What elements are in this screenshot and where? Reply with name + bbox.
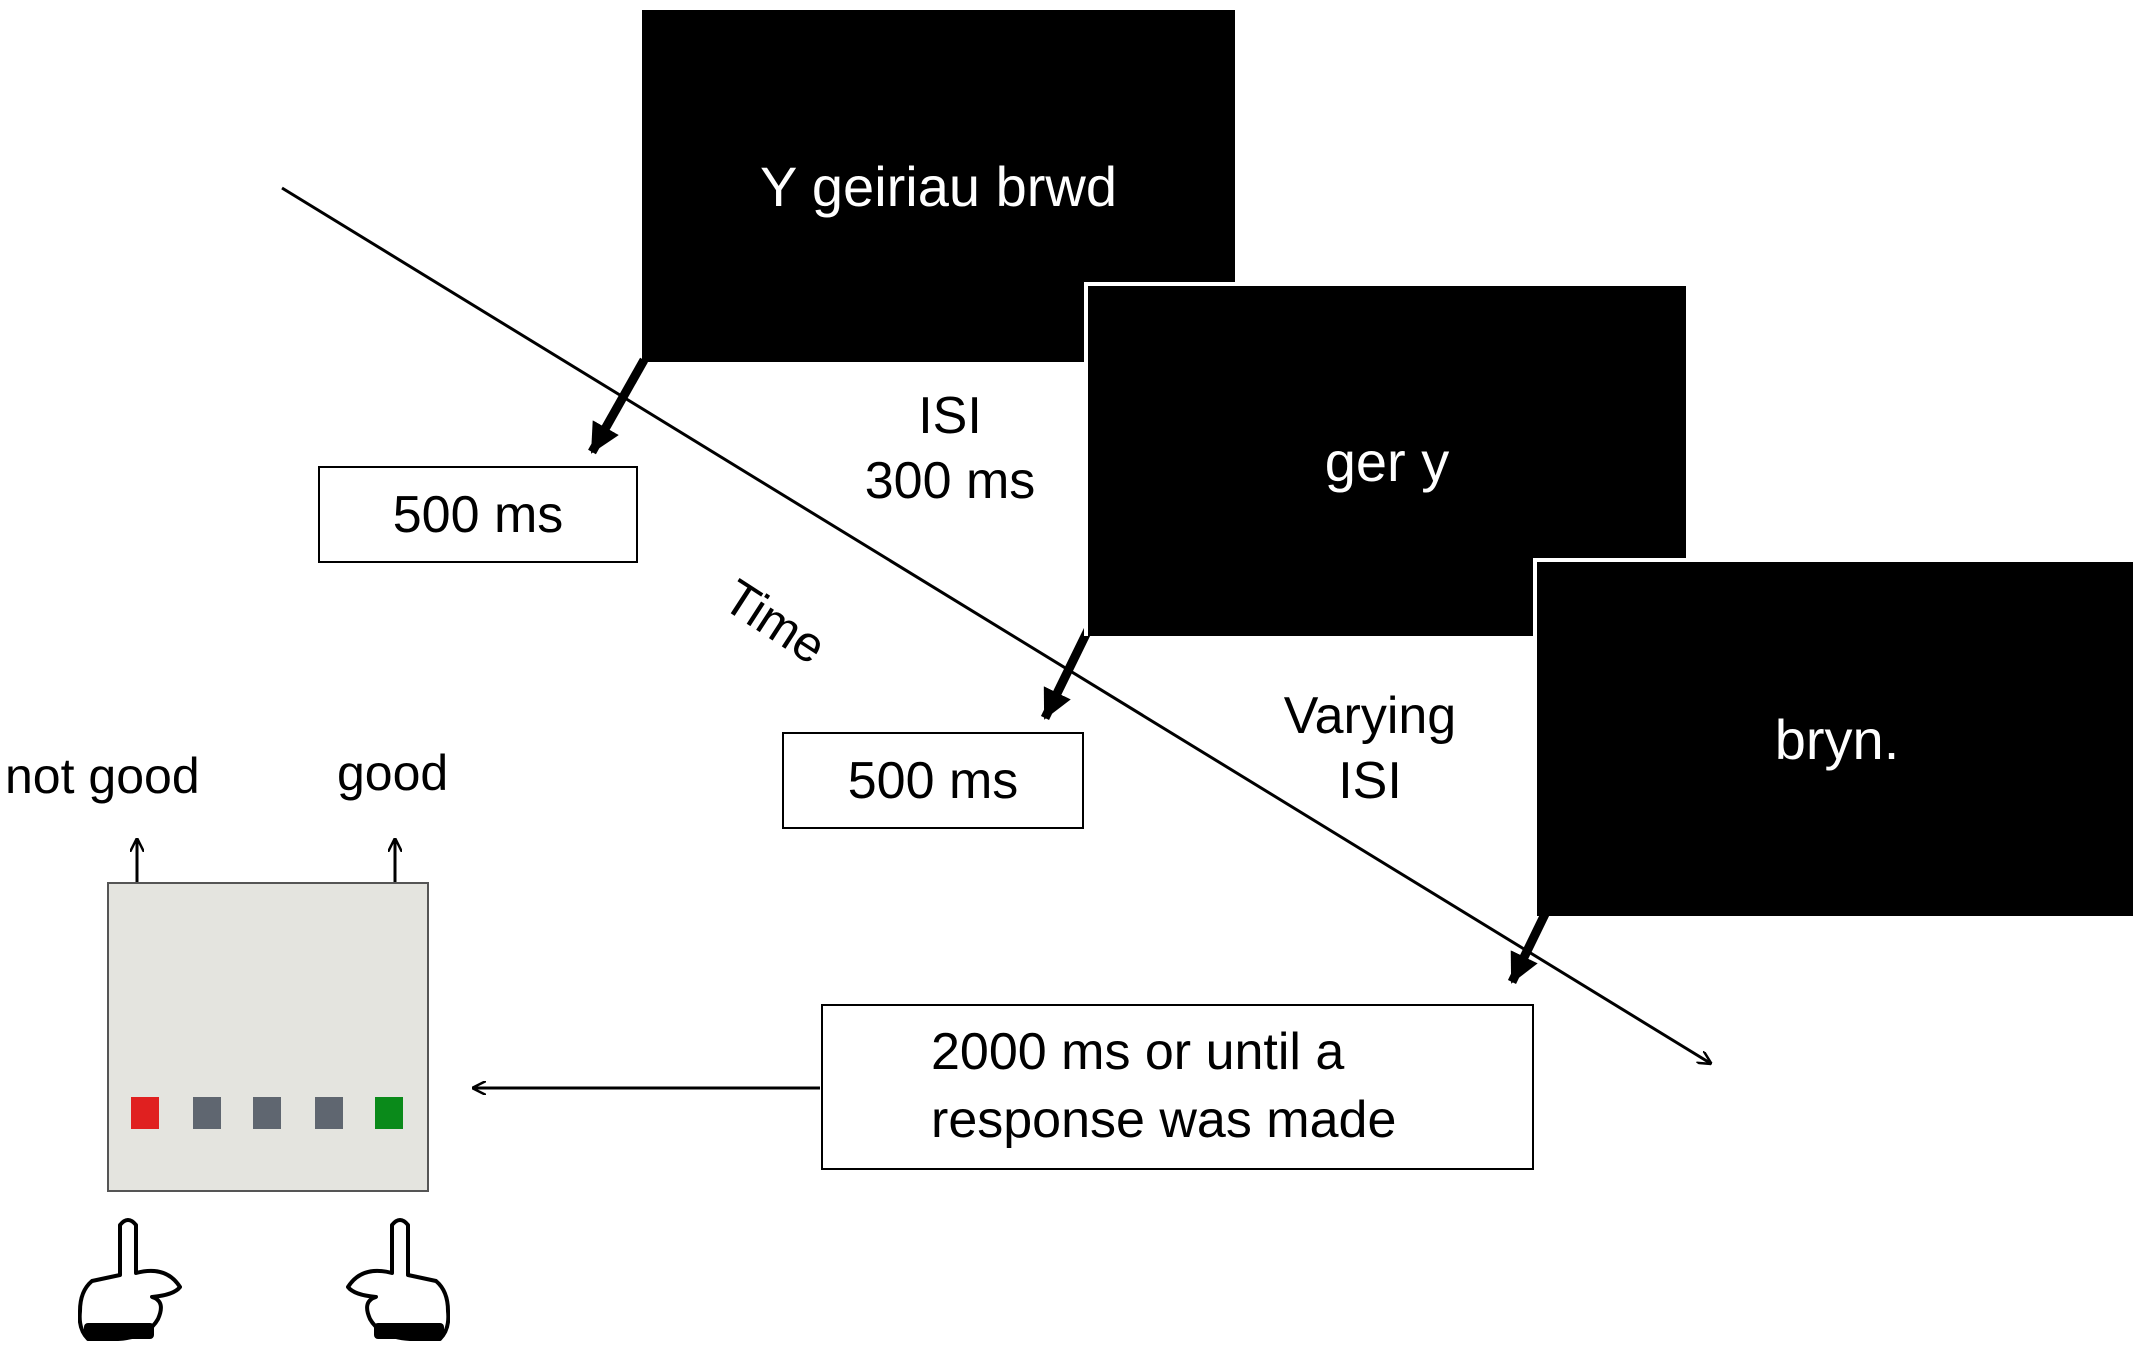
duration-final-line1: 2000 ms or until a [931,1023,1345,1082]
isi-fixed-line1: ISI [918,387,982,445]
response-key-3[interactable] [253,1097,281,1129]
isi-varying-line2: ISI [1338,752,1402,810]
isi-fixed-line2: 300 ms [864,452,1036,510]
duration-text-2: 500 ms [847,751,1019,810]
stimulus-screen-3: bryn. [1533,558,2133,916]
duration-box-1: 500 ms [318,466,638,563]
stimulus-text-1: Y geiriau brwd [760,154,1117,218]
isi-fixed-label: ISI 300 ms [820,384,1080,514]
left-hand-icon [78,1218,182,1341]
duration-text-1: 500 ms [392,485,564,544]
stimulus-text-3: bryn. [1774,707,1900,771]
right-hand-icon [346,1218,450,1341]
isi-varying-label: Varying ISI [1240,684,1500,814]
response-key-1[interactable] [131,1097,159,1129]
arrow-screen2-duration [1040,628,1093,720]
isi-varying-line1: Varying [1283,687,1457,745]
response-label-good: good [337,745,449,801]
arrow-screen3-duration [1507,910,1551,984]
response-pad [107,882,429,1192]
duration-final-line2: response was made [931,1091,1397,1149]
response-key-4[interactable] [315,1097,343,1129]
response-key-2[interactable] [193,1097,221,1129]
duration-box-final: 2000 ms or until a response was made [821,1004,1534,1170]
arrow-screen1-duration [588,357,648,455]
stimulus-text-2: ger y [1324,429,1450,493]
response-key-5[interactable] [375,1097,403,1129]
response-keys [109,1097,427,1137]
response-label-not-good: not good [5,748,200,804]
duration-box-2: 500 ms [782,732,1084,829]
time-axis [281,186,1710,1063]
